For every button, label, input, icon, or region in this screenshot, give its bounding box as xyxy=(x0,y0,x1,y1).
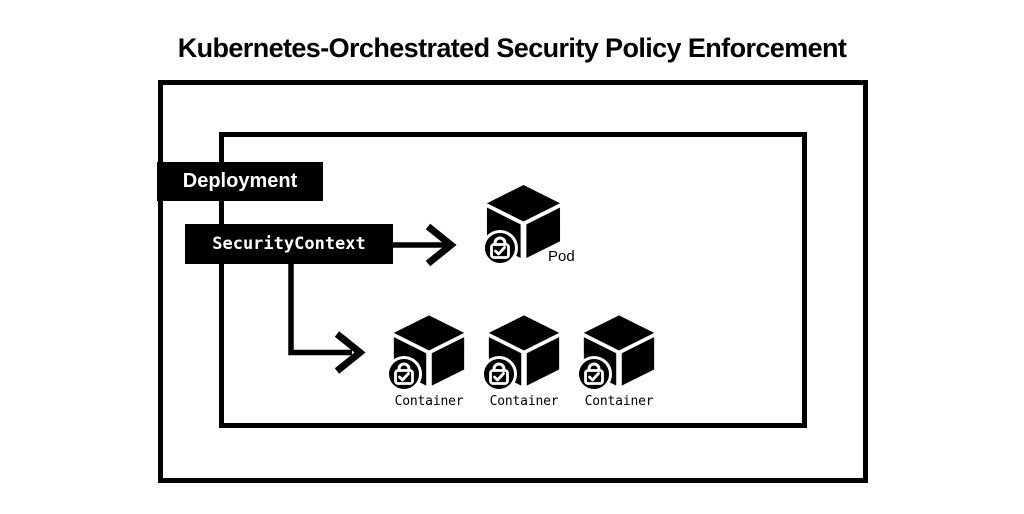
arrow-right-icon xyxy=(393,223,457,267)
inner-boundary-box xyxy=(219,132,807,428)
pod-node: Pod xyxy=(481,184,591,269)
pod-lock-badge-icon xyxy=(482,230,518,266)
pod-label: Pod xyxy=(548,248,575,265)
elbow-arrow-right-icon xyxy=(288,263,366,374)
container-lock-badge-icon xyxy=(576,356,612,392)
container-node-1: Container xyxy=(386,313,466,413)
container-node-3: Container xyxy=(576,313,656,413)
container-label: Container xyxy=(584,394,654,409)
securitycontext-label: SecurityContext xyxy=(185,224,393,264)
outer-boundary-box xyxy=(158,80,868,483)
container-lock-badge-icon xyxy=(386,356,422,392)
container-label: Container xyxy=(394,394,464,409)
diagram-title: Kubernetes-Orchestrated Security Policy … xyxy=(177,33,847,63)
container-node-2: Container xyxy=(481,313,561,413)
container-label: Container xyxy=(489,394,559,409)
deployment-label: Deployment xyxy=(157,162,323,201)
container-lock-badge-icon xyxy=(481,356,517,392)
